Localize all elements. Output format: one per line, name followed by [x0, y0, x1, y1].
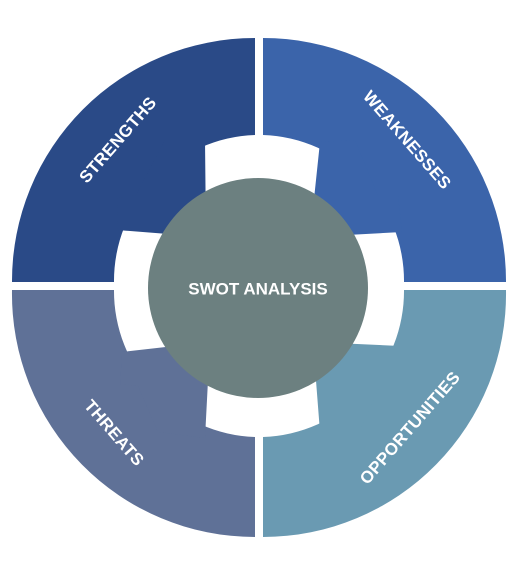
center-circle: [148, 178, 368, 398]
center-label: SWOT ANALYSIS: [188, 280, 327, 299]
strengths-ring-segment: [11, 38, 255, 282]
threats-ring-segment: [11, 290, 255, 537]
weaknesses-ring-segment: [263, 38, 507, 282]
center-node: SWOT ANALYSIS: [148, 178, 368, 398]
opportunities-ring-segment: [263, 290, 507, 537]
